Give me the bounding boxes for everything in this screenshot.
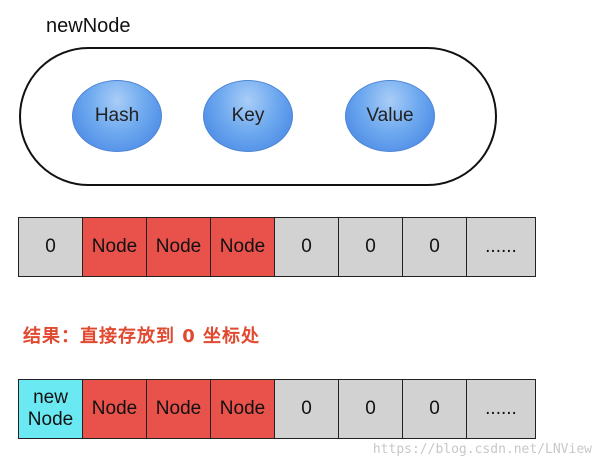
array-cell-3: Node [211, 218, 275, 276]
array-cell-3: Node [211, 380, 275, 438]
array-after: new Node Node Node Node 0 0 0 ...... [18, 379, 536, 439]
array-cell-6: 0 [403, 218, 467, 276]
array-cell-1: Node [83, 380, 147, 438]
hash-field: Hash [72, 80, 162, 152]
array-cell-4: 0 [275, 218, 339, 276]
array-cell-5: 0 [339, 380, 403, 438]
result-caption: 结果：直接存放到 0 坐标处 [23, 326, 261, 347]
array-cell-5: 0 [339, 218, 403, 276]
array-cell-6: 0 [403, 380, 467, 438]
array-cell-new-node: new Node [19, 380, 83, 438]
new-node-title: newNode [46, 15, 131, 37]
array-cell-ellipsis: ...... [467, 218, 535, 276]
new-node-container: Hash Key Value [19, 47, 497, 186]
value-field: Value [345, 80, 435, 152]
array-cell-0: 0 [19, 218, 83, 276]
array-cell-ellipsis: ...... [467, 380, 535, 438]
array-cell-4: 0 [275, 380, 339, 438]
array-cell-1: Node [83, 218, 147, 276]
array-before: 0 Node Node Node 0 0 0 ...... [18, 217, 536, 277]
key-field: Key [203, 80, 293, 152]
watermark: https://blog.csdn.net/LNView [372, 442, 592, 457]
array-cell-2: Node [147, 218, 211, 276]
array-cell-2: Node [147, 380, 211, 438]
